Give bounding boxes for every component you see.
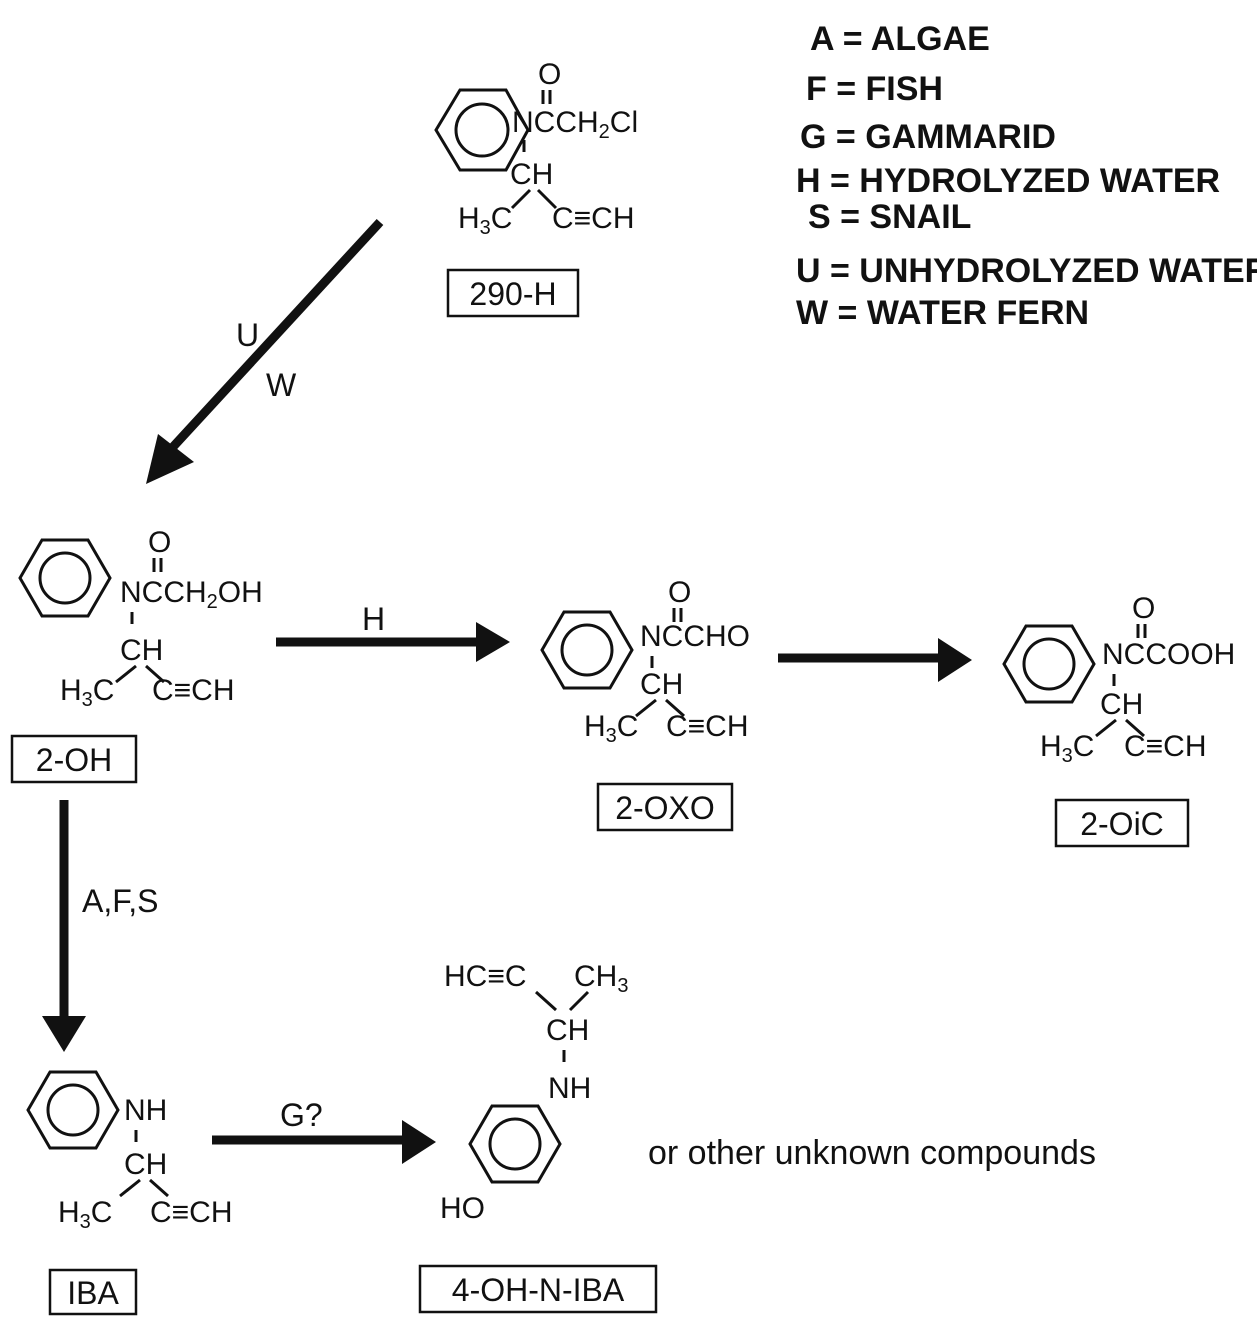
benzene-aromatic-circle	[454, 102, 510, 158]
ethynyl-group: C≡CH	[666, 710, 749, 743]
arrow-2oh-to-iba: A,F,S	[42, 800, 158, 1052]
arrow-head-icon	[402, 1120, 436, 1164]
legend-item-s: S = SNAIL	[808, 198, 971, 236]
methyl-group: H3C	[1040, 730, 1094, 767]
benzene-aromatic-circle	[46, 1083, 100, 1137]
compound-label-box	[48, 1268, 138, 1316]
single-bond	[510, 188, 532, 210]
benzene-aromatic-circle	[488, 1117, 542, 1171]
single-bond	[149, 1178, 169, 1198]
arrow-head-icon	[146, 434, 194, 484]
methyl-group: H3C	[584, 710, 638, 747]
benzene-aromatic-circle	[1022, 637, 1076, 691]
legend-item-g: G = GAMMARID	[800, 118, 1056, 156]
arrow-shaft	[168, 218, 384, 452]
benzene-ring-icon	[434, 88, 530, 172]
edge-label-g: G?	[280, 1097, 323, 1133]
carboxyl-group: NCCOOH	[1102, 638, 1235, 671]
arrow-head-icon	[42, 1016, 86, 1052]
arrow-2oh-to-2oxo: H	[276, 601, 510, 662]
amide-group: NCCH2Cl	[512, 106, 638, 143]
compound-2-oh: O NCCH2OH CH H3C C≡CH 2-OH	[10, 526, 263, 784]
legend-item-f: F = FISH	[806, 70, 943, 108]
single-bond	[665, 698, 685, 718]
amine-group: NH	[124, 1094, 167, 1127]
carbonyl-oxygen: O	[148, 526, 171, 559]
legend: A = ALGAE F = FISH G = GAMMARID H = HYDR…	[796, 20, 1257, 332]
compound-label-box	[10, 734, 138, 784]
legend-item-w: W = WATER FERN	[796, 294, 1089, 332]
compound-label: 4-OH-N-IBA	[452, 1272, 625, 1308]
carbonyl-oxygen: O	[668, 576, 691, 609]
ethynyl-group: C≡CH	[150, 1196, 233, 1229]
edge-label-w: W	[266, 367, 297, 403]
compound-iba: NH CH H3C C≡CH IBA	[26, 1070, 233, 1316]
unknown-compounds-note: or other unknown compounds	[648, 1134, 1096, 1172]
legend-item-a: A = ALGAE	[810, 20, 990, 58]
methine-group: CH	[640, 668, 683, 701]
edge-label-h: H	[362, 601, 385, 637]
methine-group: CH	[120, 634, 163, 667]
ethynyl-group: C≡CH	[152, 674, 235, 707]
edge-label-afs: A,F,S	[82, 883, 158, 919]
benzene-ring-icon	[468, 1104, 562, 1184]
compound-label-box	[446, 268, 580, 318]
single-bond	[1125, 718, 1145, 738]
aldehyde-group: NCCHO	[640, 620, 750, 653]
benzene-ring-icon	[540, 610, 634, 690]
arrow-290h-to-2oh: U W	[146, 218, 384, 484]
single-bond	[145, 664, 165, 684]
carbonyl-oxygen: O	[538, 58, 561, 91]
ethynyl-group: HC≡C	[444, 960, 527, 993]
single-bond	[115, 664, 137, 684]
benzene-aromatic-circle	[560, 623, 614, 677]
methine-group: CH	[124, 1148, 167, 1181]
methyl-group: H3C	[458, 202, 512, 239]
benzene-ring-icon	[1002, 624, 1096, 704]
arrow-head-icon	[938, 638, 972, 682]
compound-label: 2-OiC	[1080, 806, 1164, 842]
single-bond	[635, 698, 657, 718]
benzene-ring-icon	[18, 538, 112, 618]
carbonyl-oxygen: O	[1132, 592, 1155, 625]
compound-label: 290-H	[469, 276, 556, 312]
amine-group: NH	[548, 1072, 591, 1105]
single-bond	[119, 1178, 141, 1198]
compound-2-oic: O NCCOOH CH H3C C≡CH 2-OiC	[1002, 592, 1235, 848]
benzene-ring-icon	[26, 1070, 120, 1150]
methyl-group: H3C	[58, 1196, 112, 1233]
ethynyl-group: C≡CH	[552, 202, 635, 235]
hydroxyl-group: HO	[440, 1192, 485, 1225]
arrow-iba-to-4ohniba: G?	[212, 1097, 436, 1164]
edge-label-u: U	[236, 317, 259, 353]
single-bond	[1095, 718, 1117, 738]
single-bond	[536, 188, 558, 210]
compound-label: IBA	[67, 1275, 119, 1311]
amide-group: NCCH2OH	[120, 576, 263, 613]
legend-item-u: U = UNHYDROLYZED WATER	[796, 252, 1257, 290]
methyl-group: H3C	[60, 674, 114, 711]
methine-group: CH	[510, 158, 553, 191]
legend-item-h: H = HYDROLYZED WATER	[796, 162, 1220, 200]
ethynyl-group: C≡CH	[1124, 730, 1207, 763]
methine-group: CH	[1100, 688, 1143, 721]
single-bond	[568, 990, 590, 1012]
arrow-head-icon	[476, 622, 510, 662]
methyl-group: CH3	[574, 960, 628, 997]
compound-label-box	[1054, 798, 1190, 848]
compound-290-h: O NCCH2Cl CH H3C C≡CH 290-H	[434, 58, 638, 318]
compound-label: 2-OXO	[615, 790, 715, 826]
compound-label-box	[418, 1264, 658, 1314]
methine-group: CH	[546, 1014, 589, 1047]
compound-label-box	[596, 782, 734, 832]
single-bond	[534, 990, 558, 1012]
arrow-2oxo-to-2oic	[778, 638, 972, 682]
compound-2-oxo: O NCCHO CH H3C C≡CH 2-OXO	[540, 576, 750, 832]
compound-label: 2-OH	[36, 742, 112, 778]
benzene-aromatic-circle	[38, 551, 92, 605]
compound-4-oh-n-iba: HC≡C CH3 CH NH HO 4-OH-N-IBA	[418, 960, 658, 1314]
